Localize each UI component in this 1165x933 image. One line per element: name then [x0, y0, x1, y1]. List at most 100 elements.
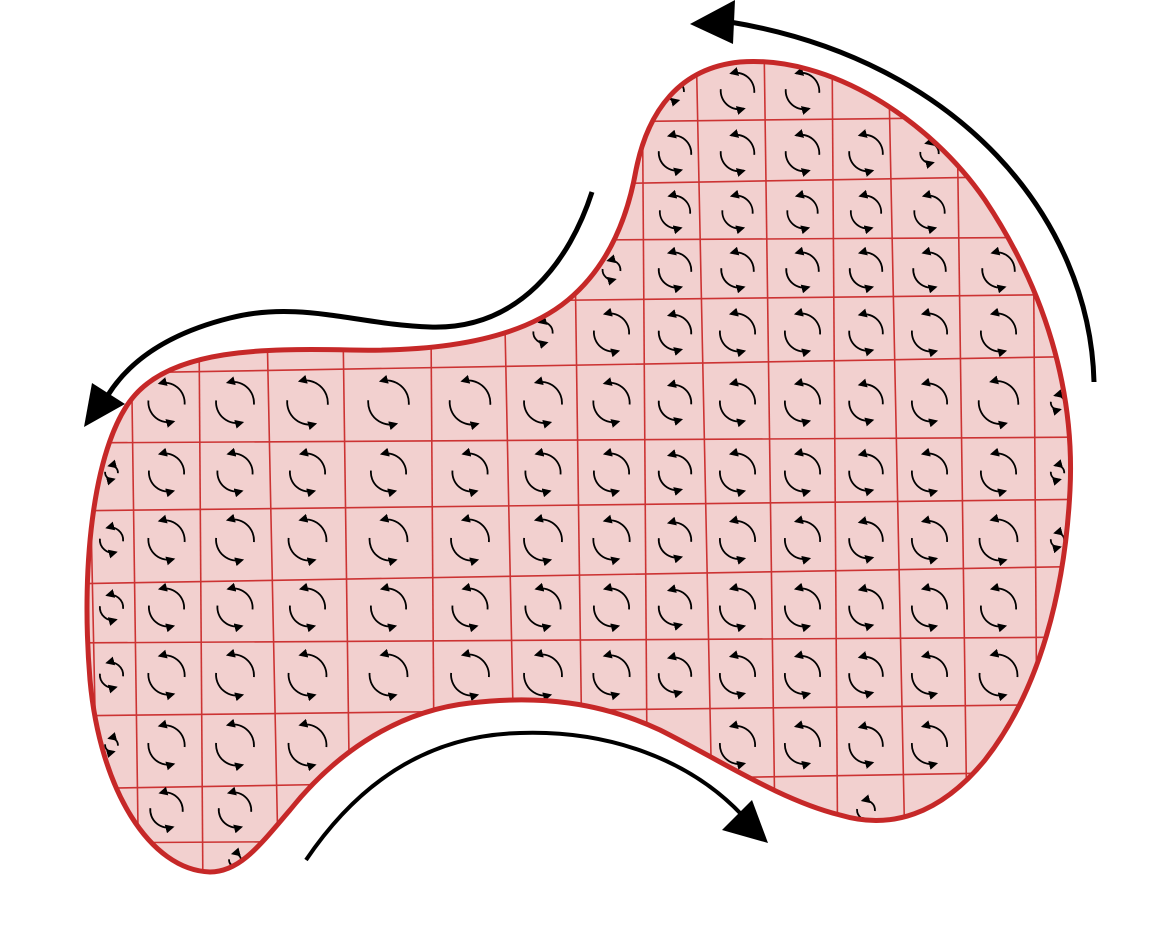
circulation-arc — [657, 605, 684, 631]
circulation-arc — [657, 400, 684, 426]
circulation-arc — [368, 672, 398, 702]
cell-circulation-icon — [658, 189, 692, 235]
circulation-arc — [990, 246, 1016, 272]
cell-circulation-icon — [784, 377, 821, 428]
circulation-arc — [460, 374, 492, 405]
circulation-arc — [460, 513, 490, 543]
cell-circulation-icon — [720, 246, 755, 294]
cell-circulation-icon — [289, 447, 326, 498]
cell-circulation-icon — [977, 375, 1020, 430]
circulation-arc — [858, 189, 883, 214]
cell-circulation-icon — [719, 377, 756, 428]
circulation-arc — [379, 513, 409, 543]
circulation-arc — [448, 400, 480, 431]
circulation-arc — [728, 447, 756, 475]
circulation-arc — [785, 268, 811, 294]
cell-circulation-icon — [657, 516, 693, 564]
circulation-arc — [533, 513, 563, 543]
cell-circulation-icon — [719, 582, 756, 633]
cell-circulation-icon — [719, 720, 756, 770]
circulation-arc — [784, 400, 812, 428]
circulation-arc — [1049, 401, 1062, 416]
circulation-arc — [657, 673, 684, 699]
circulation-arc — [657, 151, 684, 177]
circulation-arc — [287, 742, 317, 772]
circulation-arc — [216, 605, 244, 633]
circulation-arc — [157, 582, 185, 610]
grid-line-horizontal — [87, 61, 1071, 64]
circulation-arc — [148, 470, 176, 498]
circulation-arc — [849, 210, 874, 235]
grid-line-vertical — [887, 61, 907, 872]
circulation-arc — [147, 400, 176, 428]
circulation-arc — [848, 151, 875, 177]
circulation-arc — [657, 538, 684, 564]
circulation-arc — [657, 470, 684, 496]
cell-circulation-icon — [216, 582, 254, 633]
cell-circulation-icon — [450, 648, 490, 702]
circulation-arc — [794, 67, 821, 93]
circulation-arc — [719, 330, 747, 358]
cell-circulation-icon — [657, 129, 693, 177]
grid-line-vertical — [955, 61, 969, 872]
circulation-arc — [989, 307, 1017, 335]
circulation-arc — [226, 582, 254, 610]
circulation-arc — [658, 210, 683, 235]
cell-circulation-icon — [784, 307, 821, 358]
circulation-arc — [225, 376, 255, 405]
cell-circulation-icon — [368, 648, 409, 702]
circulation-arc — [1049, 539, 1062, 554]
grid-line-vertical — [1070, 61, 1071, 872]
circulation-arc — [107, 732, 119, 746]
grid-line-horizontal — [87, 565, 1071, 585]
circulation-arc — [728, 307, 756, 335]
circulation-arc — [105, 521, 125, 542]
cell-circulation-icon — [978, 513, 1019, 567]
circulation-arc — [857, 516, 884, 542]
cell-circulation-icon — [785, 246, 820, 294]
cell-circulation-icon — [721, 189, 754, 235]
circulation-arc — [593, 330, 621, 358]
circulation-arc — [857, 651, 884, 677]
circulation-arc — [592, 537, 621, 566]
circulation-arc — [451, 605, 479, 633]
cell-circulation-icon — [592, 514, 631, 566]
circulation-arc — [666, 246, 693, 272]
circulation-arc — [728, 582, 756, 610]
cell-circulation-icon — [911, 307, 948, 358]
cell-circulation-icon — [104, 732, 119, 758]
circulation-arc — [149, 808, 175, 834]
cell-circulation-icon — [719, 515, 756, 565]
circulation-arc — [147, 537, 176, 566]
circulation-arc — [534, 582, 562, 610]
circulation-arc — [729, 246, 755, 272]
cell-circulation-icon — [148, 447, 185, 498]
cell-circulation-icon — [147, 377, 186, 428]
cell-circulation-icon — [217, 786, 253, 834]
circulation-arc — [450, 537, 480, 567]
cell-circulation-icon — [784, 129, 821, 177]
circulation-arc — [289, 605, 317, 633]
circulation-arc — [848, 743, 875, 769]
circulation-arc — [989, 648, 1019, 678]
cell-circulation-icon — [911, 582, 948, 633]
cell-circulation-icon — [912, 246, 947, 294]
circulation-arc — [784, 672, 812, 700]
cell-circulation-icon — [719, 129, 756, 177]
cell-circulation-icon — [911, 650, 948, 700]
region-boundary — [84, 58, 1074, 875]
circulation-arc — [157, 377, 186, 405]
circulation-arc — [225, 513, 255, 543]
cell-circulation-icon — [784, 650, 821, 700]
circulation-arc — [911, 537, 939, 565]
cell-circulation-icon — [104, 459, 119, 486]
circulation-arc — [157, 649, 186, 678]
circulation-arc — [857, 308, 884, 335]
circulation-arc — [1053, 459, 1066, 474]
circulation-arc — [793, 720, 821, 748]
circulation-arc — [98, 606, 118, 626]
circulation-arc — [593, 470, 621, 498]
cell-circulation-icon — [368, 513, 409, 567]
circulation-arc — [857, 583, 884, 610]
circulation-arc — [911, 330, 939, 358]
